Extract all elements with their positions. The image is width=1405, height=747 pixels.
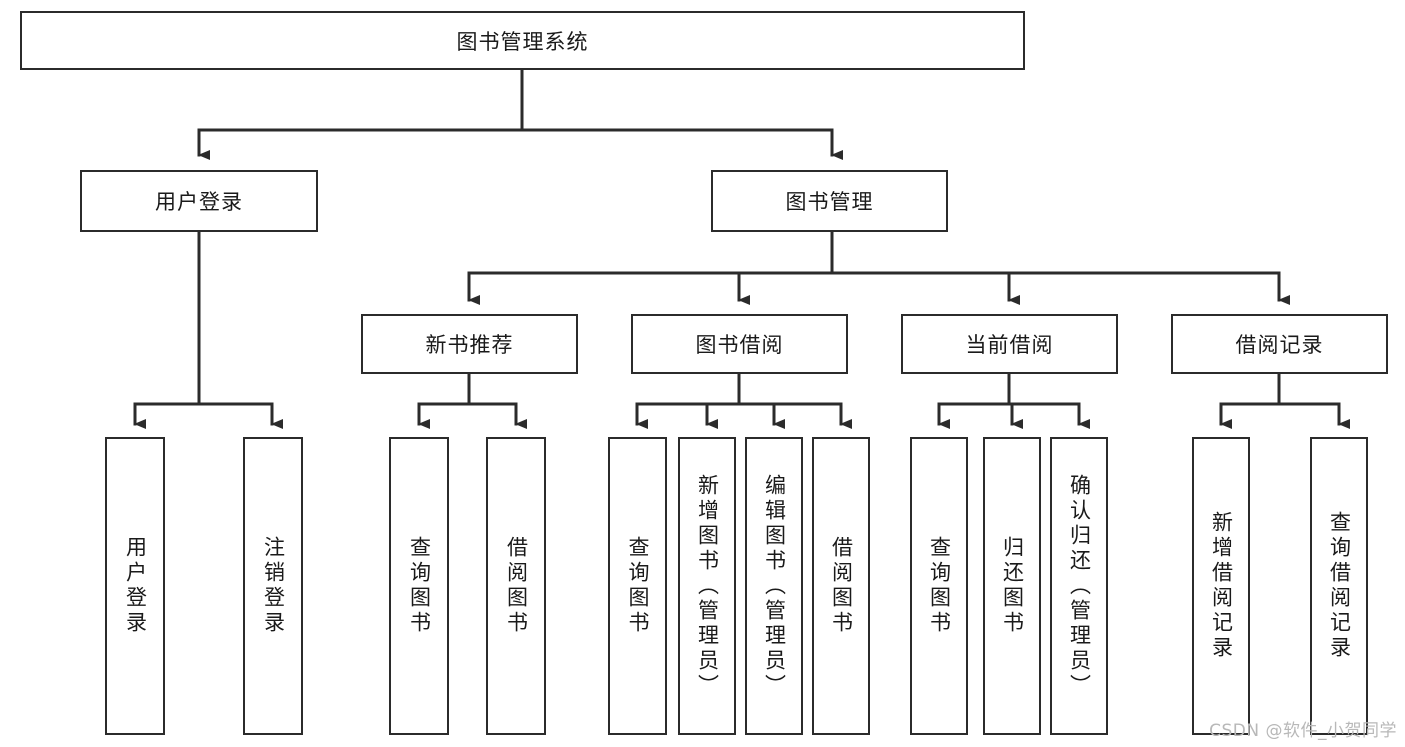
node-book-borrow-label: 图书借阅 <box>695 333 784 357</box>
node-new-book-recommend-label: 新书推荐 <box>425 333 514 357</box>
node-leaf-confirm-return-admin[interactable]: 确认归还（管理员） <box>1050 437 1108 735</box>
node-leaf-borrow-book-label: 借阅图书 <box>829 536 854 636</box>
node-leaf-query-book-borrow-label: 查询图书 <box>626 536 650 636</box>
node-leaf-query-book-borrow[interactable]: 查询图书 <box>608 437 667 735</box>
node-root[interactable]: 图书管理系统 <box>20 11 1025 70</box>
node-leaf-borrow-book-recommend[interactable]: 借阅图书 <box>486 437 546 735</box>
node-leaf-query-book-recommend-label: 查询图书 <box>407 536 432 636</box>
node-leaf-add-book-admin[interactable]: 新增图书（管理员） <box>678 437 736 735</box>
node-leaf-query-book-current[interactable]: 查询图书 <box>910 437 968 735</box>
node-leaf-query-borrow-record[interactable]: 查询借阅记录 <box>1310 437 1368 735</box>
node-leaf-user-login[interactable]: 用户登录 <box>105 437 165 735</box>
node-leaf-return-book[interactable]: 归还图书 <box>983 437 1041 735</box>
node-leaf-confirm-return-admin-label: 确认归还（管理员） <box>1067 473 1092 699</box>
node-leaf-query-book-current-label: 查询图书 <box>927 536 952 636</box>
node-leaf-borrow-book-recommend-label: 借阅图书 <box>504 536 529 636</box>
node-leaf-add-borrow-record-label: 新增借阅记录 <box>1209 511 1234 661</box>
node-new-book-recommend[interactable]: 新书推荐 <box>361 314 578 374</box>
node-book-management[interactable]: 图书管理 <box>711 170 948 232</box>
node-book-borrow[interactable]: 图书借阅 <box>631 314 848 374</box>
node-leaf-query-borrow-record-label: 查询借阅记录 <box>1327 511 1352 661</box>
node-current-borrow-label: 当前借阅 <box>965 333 1054 357</box>
node-user-login[interactable]: 用户登录 <box>80 170 318 232</box>
node-leaf-user-login-label: 用户登录 <box>123 536 148 636</box>
node-current-borrow[interactable]: 当前借阅 <box>901 314 1118 374</box>
watermark: CSDN @软件_小贺同学 <box>1209 721 1397 741</box>
node-leaf-user-logout[interactable]: 注销登录 <box>243 437 303 735</box>
node-leaf-user-logout-label: 注销登录 <box>261 536 286 636</box>
node-root-label: 图书管理系统 <box>456 29 589 54</box>
node-user-login-label: 用户登录 <box>155 190 243 214</box>
node-leaf-borrow-book[interactable]: 借阅图书 <box>812 437 870 735</box>
node-borrow-record-label: 借阅记录 <box>1235 333 1324 357</box>
node-leaf-edit-book-admin-label: 编辑图书（管理员） <box>762 473 787 699</box>
node-leaf-add-book-admin-label: 新增图书（管理员） <box>695 473 720 699</box>
node-borrow-record[interactable]: 借阅记录 <box>1171 314 1388 374</box>
node-leaf-query-book-recommend[interactable]: 查询图书 <box>389 437 449 735</box>
node-leaf-edit-book-admin[interactable]: 编辑图书（管理员） <box>745 437 803 735</box>
node-leaf-return-book-label: 归还图书 <box>1000 536 1025 636</box>
node-leaf-add-borrow-record[interactable]: 新增借阅记录 <box>1192 437 1250 735</box>
node-book-management-label: 图书管理 <box>785 190 874 214</box>
